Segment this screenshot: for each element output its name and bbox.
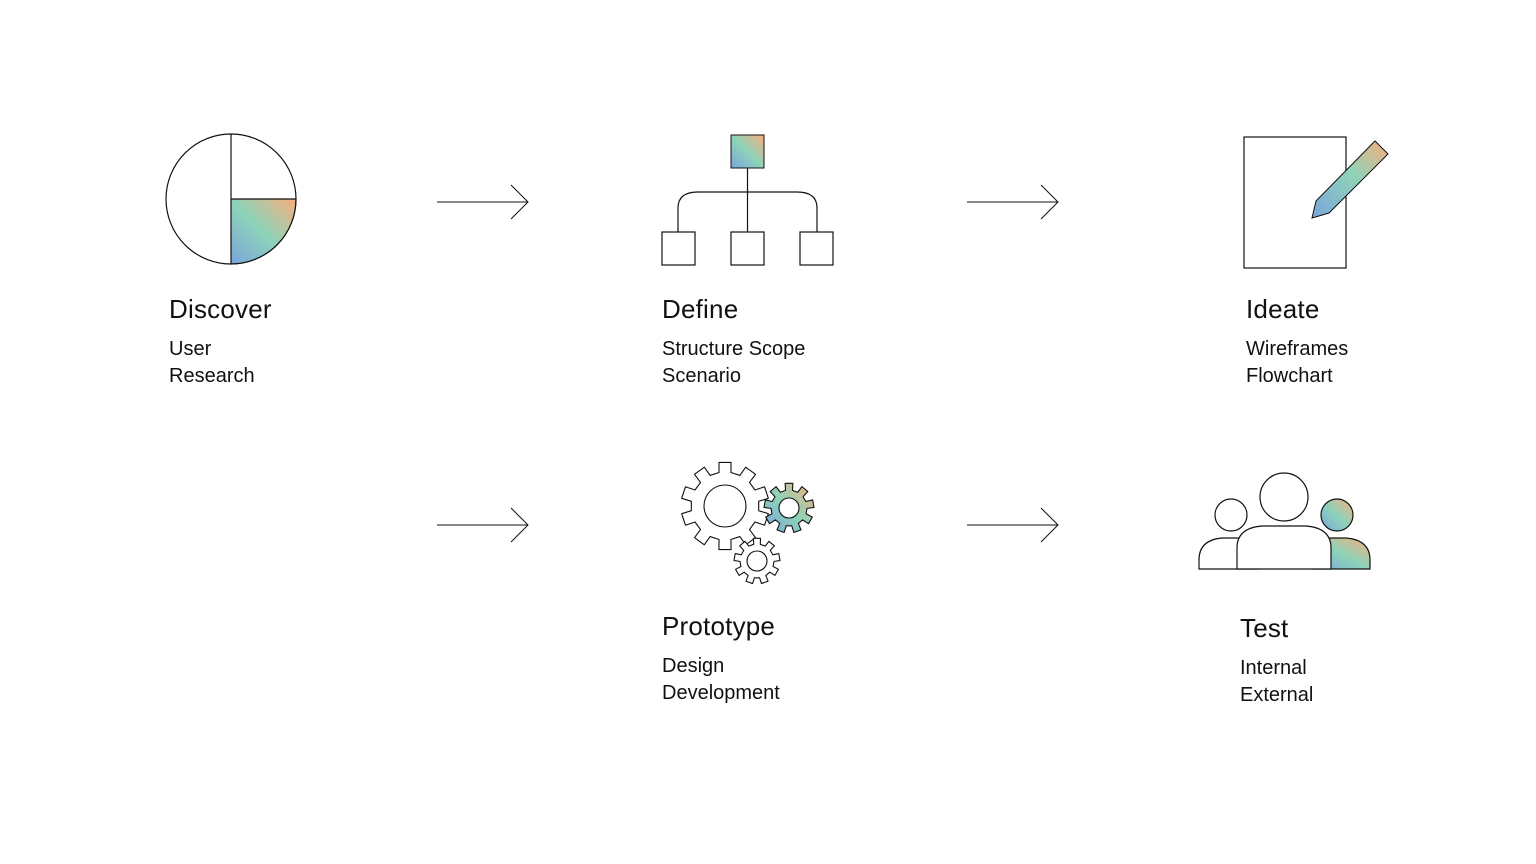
step-detail: User	[169, 338, 212, 360]
step-detail: Internal	[1240, 657, 1307, 679]
gears-icon	[681, 461, 815, 585]
step-title: Prototype	[662, 611, 776, 641]
step-title: Test	[1240, 613, 1289, 643]
step-detail: Scenario	[662, 365, 741, 387]
hierarchy-icon	[661, 134, 834, 266]
color-gear-icon	[763, 482, 815, 534]
arrow-define-to-ideate	[967, 184, 1059, 220]
step-detail: Research	[169, 365, 255, 387]
large-gear-icon	[681, 461, 769, 551]
step-detail: Flowchart	[1246, 365, 1333, 387]
gear-hole	[778, 497, 800, 519]
users-icon	[1198, 472, 1371, 570]
step-detail: Structure Scope	[662, 338, 806, 360]
arrow-discover-to-prototype	[437, 507, 529, 543]
gear-hole	[746, 550, 768, 572]
step-detail: Wireframes	[1246, 338, 1349, 360]
step-title: Ideate	[1246, 294, 1320, 324]
step-detail: Design	[662, 655, 725, 677]
step-detail: External	[1240, 684, 1314, 706]
gear-hole	[703, 484, 747, 528]
step-detail: Development	[662, 682, 780, 704]
pie-chart-icon	[165, 133, 297, 265]
arrow-prototype-to-test	[967, 507, 1059, 543]
small-gear-icon	[733, 537, 781, 585]
step-title: Define	[662, 294, 739, 324]
arrow-discover-to-define	[437, 184, 529, 220]
paper-pencil-icon	[1243, 136, 1389, 269]
step-title: Discover	[169, 294, 272, 324]
